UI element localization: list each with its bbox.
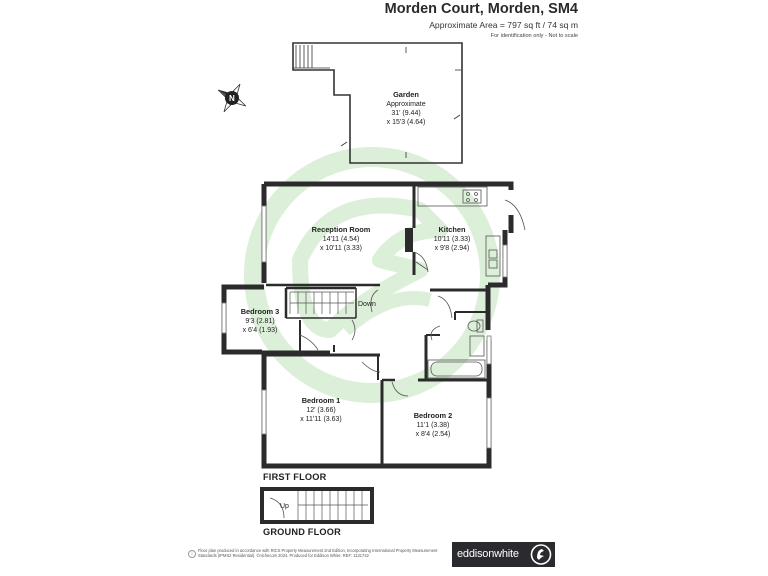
property-title: Morden Court, Morden, SM4 [384,1,578,17]
svg-text:9'3 (2.81): 9'3 (2.81) [245,318,274,325]
svg-text:Bedroom 1: Bedroom 1 [302,396,341,405]
first-floor-label: FIRST FLOOR [263,472,327,482]
svg-text:12' (3.66): 12' (3.66) [306,407,335,414]
ground-floor-label: GROUND FLOOR [263,527,341,537]
svg-text:Approximate: Approximate [386,101,425,108]
brand-name-part2: white [494,548,519,560]
interior-walls [262,186,489,466]
stairs-down-label: Down [358,301,376,308]
svg-text:10'11 (3.33): 10'11 (3.33) [434,236,471,243]
svg-text:Garden: Garden [393,90,419,99]
bedroom-3-label: Bedroom 3 9'3 (2.81) x 6'4 (1.93) [241,307,280,334]
kitchen-label: Kitchen 10'11 (3.33) x 9'8 (2.94) [434,225,471,252]
svg-text:x 6'4 (1.93): x 6'4 (1.93) [243,327,278,334]
svg-text:x 9'8 (2.94): x 9'8 (2.94) [435,245,470,252]
compass-letter: N [229,94,235,103]
approximate-area: Approximate Area = 797 sq ft / 74 sq m [429,20,578,30]
windows [221,205,508,449]
svg-text:x 15'3 (4.64): x 15'3 (4.64) [387,119,426,126]
floorplan-disclaimer: Floor plan produced in accordance with R… [198,548,438,559]
ground-floor-stairs [260,487,374,524]
svg-text:Bedroom 2: Bedroom 2 [414,411,453,420]
svg-text:Kitchen: Kitchen [438,225,466,234]
brand-logo-text: eddisonwhite [457,548,519,560]
brand-name-part1: eddison [457,548,495,560]
garden-outline [292,42,463,164]
door-swings [299,199,526,397]
svg-text:31' (9.44): 31' (9.44) [391,110,420,117]
info-icon: i [188,550,196,558]
svg-text:x 8'4 (2.54): x 8'4 (2.54) [416,431,451,438]
reception-room-label: Reception Room 14'11 (4.54) x 10'11 (3.3… [312,225,371,252]
stairs-up-label: Up [280,503,289,510]
bathroom-fixtures [427,319,486,379]
svg-text:x 11'11 (3.63): x 11'11 (3.63) [300,416,342,423]
kitchen-units [417,186,501,277]
identification-note: For identification only - Not to scale [490,33,578,39]
watermark-logo [244,147,500,403]
garden-label: Garden Approximate 31' (9.44) x 15'3 (4.… [386,90,425,126]
bedroom-2-label: Bedroom 2 11'1 (3.38) x 8'4 (2.54) [414,411,453,438]
svg-text:14'11 (4.54): 14'11 (4.54) [323,236,360,243]
stairs-down [289,291,354,314]
brand-emblem-icon [530,544,552,565]
svg-text:Reception Room: Reception Room [312,225,371,234]
svg-text:11'1 (3.38): 11'1 (3.38) [417,422,450,429]
svg-text:Bedroom 3: Bedroom 3 [241,307,280,316]
bedroom-1-label: Bedroom 1 12' (3.66) x 11'11 (3.63) [300,396,342,423]
svg-text:x 10'11 (3.33): x 10'11 (3.33) [320,245,362,252]
